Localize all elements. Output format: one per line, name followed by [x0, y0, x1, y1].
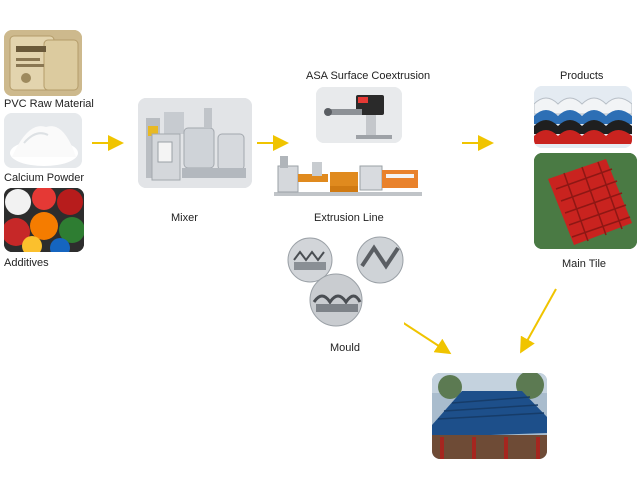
roof-application-image: [432, 373, 547, 459]
main-tile-image: [534, 153, 637, 249]
extrusion-line-label: Extrusion Line: [314, 212, 384, 224]
extrusion-line-image: [274, 152, 422, 202]
products-label: Products: [560, 70, 604, 82]
mould-label: Mould: [330, 342, 360, 354]
pvc-raw-material-label: PVC Raw Material: [4, 98, 94, 110]
mixer-label: Mixer: [171, 212, 198, 224]
additives-image: [4, 188, 84, 252]
arrow-tile-to-roof: [520, 288, 557, 354]
product-profile-image: [534, 86, 632, 148]
calcium-powder-image: [4, 113, 82, 168]
main-tile-label: Main Tile: [562, 258, 607, 270]
asa-coextruder-image: [316, 87, 402, 143]
pvc-raw-material-image: [4, 30, 82, 96]
calcium-powder-label: Calcium Powder: [4, 172, 85, 184]
mixer-image: [138, 98, 252, 188]
asa-coextrusion-label: ASA Surface Coextrusion: [306, 70, 431, 82]
additives-label: Additives: [4, 257, 49, 269]
mould-image: [284, 236, 404, 330]
